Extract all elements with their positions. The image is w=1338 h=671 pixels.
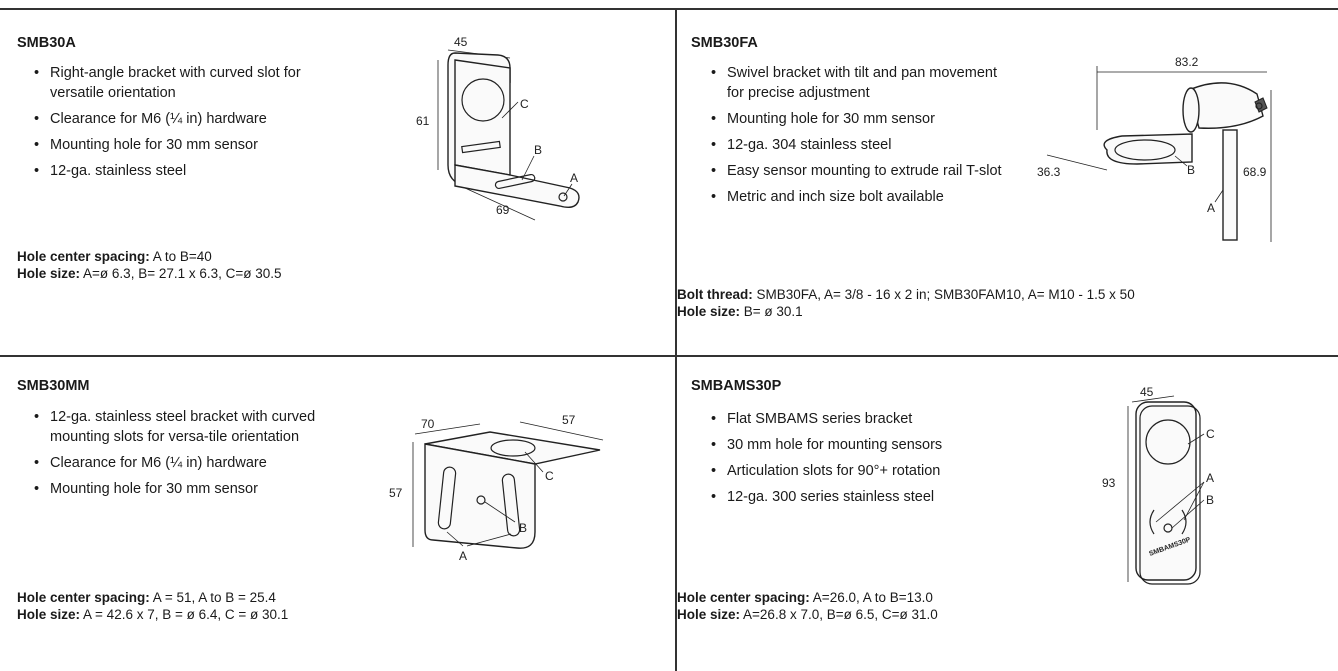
dimension-label: 68.9 [1243, 165, 1267, 179]
callout-label: A [570, 171, 578, 185]
callout-label: B [1187, 163, 1195, 177]
spec-hole-center-spacing: Hole center spacing: A=26.0, A to B=13.0 [677, 589, 933, 606]
dimension-label: 83.2 [1175, 55, 1199, 69]
spec-label: Hole size: [677, 607, 741, 622]
callout-label: A [459, 549, 467, 563]
feature-list: Swivel bracket with tilt and pan movemen… [711, 63, 1011, 213]
feature-item: Metric and inch size bolt available [711, 187, 1011, 207]
feature-item: 12-ga. stainless steel bracket with curv… [34, 407, 334, 447]
callout-label: B [1206, 493, 1214, 507]
dimension-label: 93 [1102, 476, 1116, 490]
feature-item: 30 mm hole for mounting sensors [711, 435, 1011, 455]
callout-label: B [519, 521, 527, 535]
spec-label: Hole center spacing: [17, 249, 150, 264]
smbams30p-drawing: 45 93 SMBAMS30P C A B [1102, 385, 1215, 585]
spec-hole-size: Hole size: B= ø 30.1 [677, 303, 803, 320]
spec-label: Bolt thread: [677, 287, 753, 302]
dimension-label: 61 [416, 114, 430, 128]
callout-label: A [1206, 471, 1214, 485]
spec-value: SMB30FA, A= 3/8 - 16 x 2 in; SMB30FAM10,… [752, 287, 1135, 302]
feature-item: Mounting hole for 30 mm sensor [34, 135, 324, 155]
spec-hole-size: Hole size: A = 42.6 x 7, B = ø 6.4, C = … [17, 606, 288, 623]
feature-list: 12-ga. stainless steel bracket with curv… [34, 407, 334, 505]
smb30a-drawing: 45 61 69 C B A [416, 35, 580, 221]
spec-hole-size: Hole size: A=ø 6.3, B= 27.1 x 6.3, C=ø 3… [17, 265, 282, 282]
product-title: SMB30FA [691, 35, 758, 51]
dimension-label: 57 [562, 413, 576, 427]
feature-item: Right-angle bracket with curved slot for… [34, 63, 324, 103]
row-divider [0, 355, 1338, 357]
spec-hole-center-spacing: Hole center spacing: A to B=40 [17, 248, 212, 265]
dimension-label: 57 [389, 486, 403, 500]
feature-item: 12-ga. stainless steel [34, 161, 324, 181]
feature-item: Mounting hole for 30 mm sensor [34, 479, 334, 499]
feature-item: Clearance for M6 (¼ in) hardware [34, 453, 334, 473]
spec-value: B= ø 30.1 [740, 304, 803, 319]
dimension-label: 45 [1140, 385, 1154, 399]
product-title: SMB30A [17, 35, 76, 51]
callout-label: C [520, 97, 529, 111]
feature-list: Right-angle bracket with curved slot for… [34, 63, 324, 187]
product-cell-smb30mm: SMB30MM 12-ga. stainless steel bracket w… [0, 357, 675, 671]
callout-label: C [545, 469, 554, 483]
spec-hole-center-spacing: Hole center spacing: A = 51, A to B = 25… [17, 589, 276, 606]
callout-label: C [1206, 427, 1215, 441]
dimension-label: 70 [421, 417, 435, 431]
dimension-label: 45 [454, 35, 468, 49]
dimension-label: 36.3 [1037, 165, 1061, 179]
feature-item: Easy sensor mounting to extrude rail T-s… [711, 161, 1011, 181]
callout-label: B [534, 143, 542, 157]
spec-value: A to B=40 [149, 249, 212, 264]
spec-label: Hole size: [17, 266, 81, 281]
feature-item: Swivel bracket with tilt and pan movemen… [711, 63, 1011, 103]
spec-bolt-thread: Bolt thread: SMB30FA, A= 3/8 - 16 x 2 in… [677, 286, 1135, 303]
feature-item: 12-ga. 300 series stainless steel [711, 487, 1011, 507]
feature-list: Flat SMBAMS series bracket 30 mm hole fo… [711, 409, 1011, 513]
product-cell-smbams30p: SMBAMS30P Flat SMBAMS series bracket 30 … [677, 357, 1338, 671]
smb30fa-drawing: 83.2 36.3 68.9 B A [1037, 55, 1272, 242]
spec-value: A = 51, A to B = 25.4 [149, 590, 276, 605]
spec-label: Hole center spacing: [17, 590, 150, 605]
spec-label: Hole center spacing: [677, 590, 810, 605]
center-divider [675, 8, 677, 671]
product-title: SMBAMS30P [691, 378, 782, 394]
product-cell-smb30a: SMB30A Right-angle bracket with curved s… [0, 10, 675, 355]
feature-item: Clearance for M6 (¼ in) hardware [34, 109, 324, 129]
spec-value: A=ø 6.3, B= 27.1 x 6.3, C=ø 30.5 [80, 266, 282, 281]
spec-label: Hole size: [677, 304, 741, 319]
product-cell-smb30fa: SMB30FA Swivel bracket with tilt and pan… [677, 10, 1338, 355]
spec-value: A=26.0, A to B=13.0 [809, 590, 933, 605]
top-border [0, 8, 1338, 10]
dimension-label: 69 [496, 203, 510, 217]
feature-item: Flat SMBAMS series bracket [711, 409, 1011, 429]
feature-item: Articulation slots for 90°+ rotation [711, 461, 1011, 481]
callout-label: A [1207, 201, 1215, 215]
spec-hole-size: Hole size: A=26.8 x 7.0, B=ø 6.5, C=ø 31… [677, 606, 938, 623]
smb30mm-drawing: 70 57 57 C B A [389, 413, 604, 563]
spec-value: A=26.8 x 7.0, B=ø 6.5, C=ø 31.0 [740, 607, 938, 622]
feature-item: Mounting hole for 30 mm sensor [711, 109, 1011, 129]
spec-label: Hole size: [17, 607, 81, 622]
product-title: SMB30MM [17, 378, 90, 394]
feature-item: 12-ga. 304 stainless steel [711, 135, 1011, 155]
spec-value: A = 42.6 x 7, B = ø 6.4, C = ø 30.1 [80, 607, 289, 622]
